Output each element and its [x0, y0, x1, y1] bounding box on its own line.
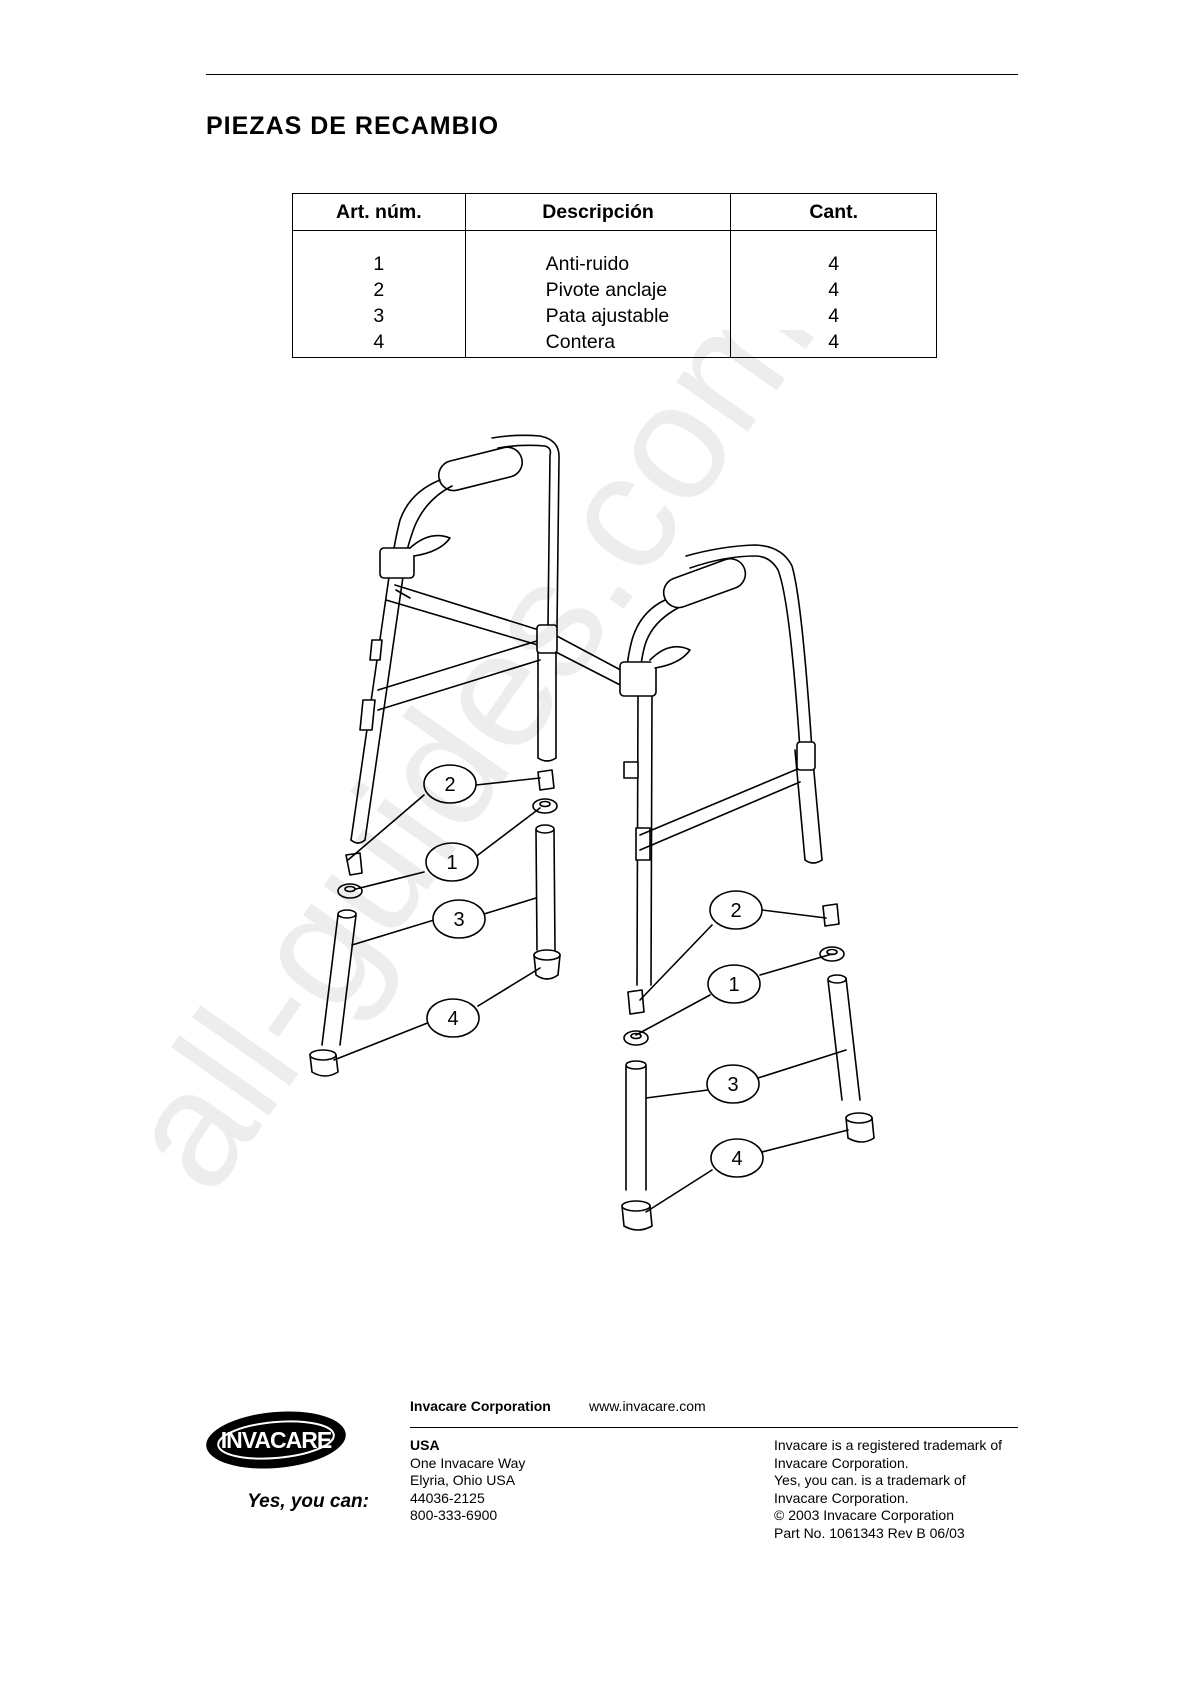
- callout-label: 1: [446, 852, 457, 874]
- legal-line: Invacare is a registered trademark of: [774, 1437, 1002, 1453]
- legal-line: Invacare Corporation.: [774, 1454, 909, 1471]
- header-art-num: Art. núm.: [292, 193, 466, 231]
- right-rear-leg-parts: [819, 903, 875, 1143]
- logo-text: INVACARE: [221, 1427, 332, 1453]
- callout-label: 4: [447, 1008, 458, 1030]
- callout-1: [707, 964, 761, 1004]
- legal-line: Invacare Corporation.: [774, 1489, 909, 1506]
- footer-company: Invacare Corporation: [410, 1398, 551, 1414]
- cell-desc: Anti-ruido: [465, 251, 732, 277]
- walker-diagram: 2 1 3 4 2 1 3 4: [309, 434, 875, 1231]
- callout-2: [709, 890, 763, 930]
- top-rule: [206, 74, 1018, 75]
- footer-address: USA One Invacare Way Elyria, Ohio USA 44…: [410, 1437, 525, 1525]
- table-row: 4 Contera 4: [292, 329, 937, 358]
- cell-num: 2: [292, 277, 466, 303]
- callout-label: 2: [730, 900, 741, 922]
- address-country: USA: [410, 1437, 440, 1453]
- cell-desc: Pata ajustable: [465, 303, 732, 329]
- callout-label: 2: [444, 774, 455, 796]
- right-frame: [619, 544, 823, 986]
- address-line: One Invacare Way: [410, 1454, 526, 1471]
- callout-2: [423, 764, 477, 804]
- cell-num: 4: [292, 329, 466, 358]
- logo-slogan: Yes, you can:: [247, 1491, 369, 1512]
- right-front-leg-parts: [621, 989, 653, 1231]
- cell-qty: 4: [828, 331, 840, 353]
- left-rear-leg-parts: [532, 769, 561, 980]
- cell-num: 1: [292, 251, 466, 277]
- callout-3: [432, 899, 486, 939]
- table-row: 2 Pivote anclaje 4: [292, 277, 937, 303]
- address-line: Elyria, Ohio USA: [410, 1472, 516, 1489]
- table-header-row: Art. núm. Descripción Cant.: [292, 193, 937, 231]
- address-line: 44036-2125: [410, 1489, 485, 1506]
- cell-desc: Pivote anclaje: [465, 277, 732, 303]
- cell-qty: 4: [828, 305, 840, 327]
- callout-3: [706, 1064, 760, 1104]
- table-row: 1 Anti-ruido 4: [292, 251, 937, 277]
- header-quantity: Cant.: [730, 193, 937, 231]
- part-number: Part No. 1061343 Rev B 06/03: [774, 1524, 965, 1541]
- cell-desc: Contera: [465, 329, 732, 358]
- parts-table: Art. núm. Descripción Cant. 1 Anti-ruido…: [292, 193, 937, 358]
- header-description: Descripción: [465, 193, 732, 231]
- page-title: PIEZAS DE RECAMBIO: [206, 112, 500, 140]
- right-callouts: [635, 890, 849, 1213]
- table-row: 3 Pata ajustable 4: [292, 303, 937, 329]
- left-frame: [350, 434, 631, 844]
- invacare-logo: INVACARE Yes, you can:: [206, 1411, 369, 1512]
- cell-qty: 4: [828, 253, 840, 275]
- legal-line: © 2003 Invacare Corporation: [774, 1507, 954, 1524]
- callout-label: 4: [731, 1148, 742, 1170]
- footer-website-link[interactable]: www.invacare.com: [589, 1398, 706, 1414]
- callout-label: 3: [727, 1074, 738, 1096]
- left-front-leg-parts: [309, 852, 363, 1077]
- callout-1: [425, 842, 479, 882]
- footer-rule: [410, 1427, 1018, 1428]
- callout-label: 1: [728, 974, 739, 996]
- left-callouts: [333, 764, 541, 1061]
- footer-legal: Invacare is a registered trademark of In…: [774, 1437, 1002, 1543]
- callout-label: 3: [453, 909, 464, 931]
- callout-4: [710, 1138, 764, 1178]
- legal-line: Yes, you can. is a trademark of: [774, 1472, 966, 1489]
- cell-qty: 4: [828, 279, 840, 301]
- cell-num: 3: [292, 303, 466, 329]
- address-phone: 800-333-6900: [410, 1507, 498, 1524]
- callout-4: [426, 998, 480, 1038]
- table-spacer: [292, 230, 937, 251]
